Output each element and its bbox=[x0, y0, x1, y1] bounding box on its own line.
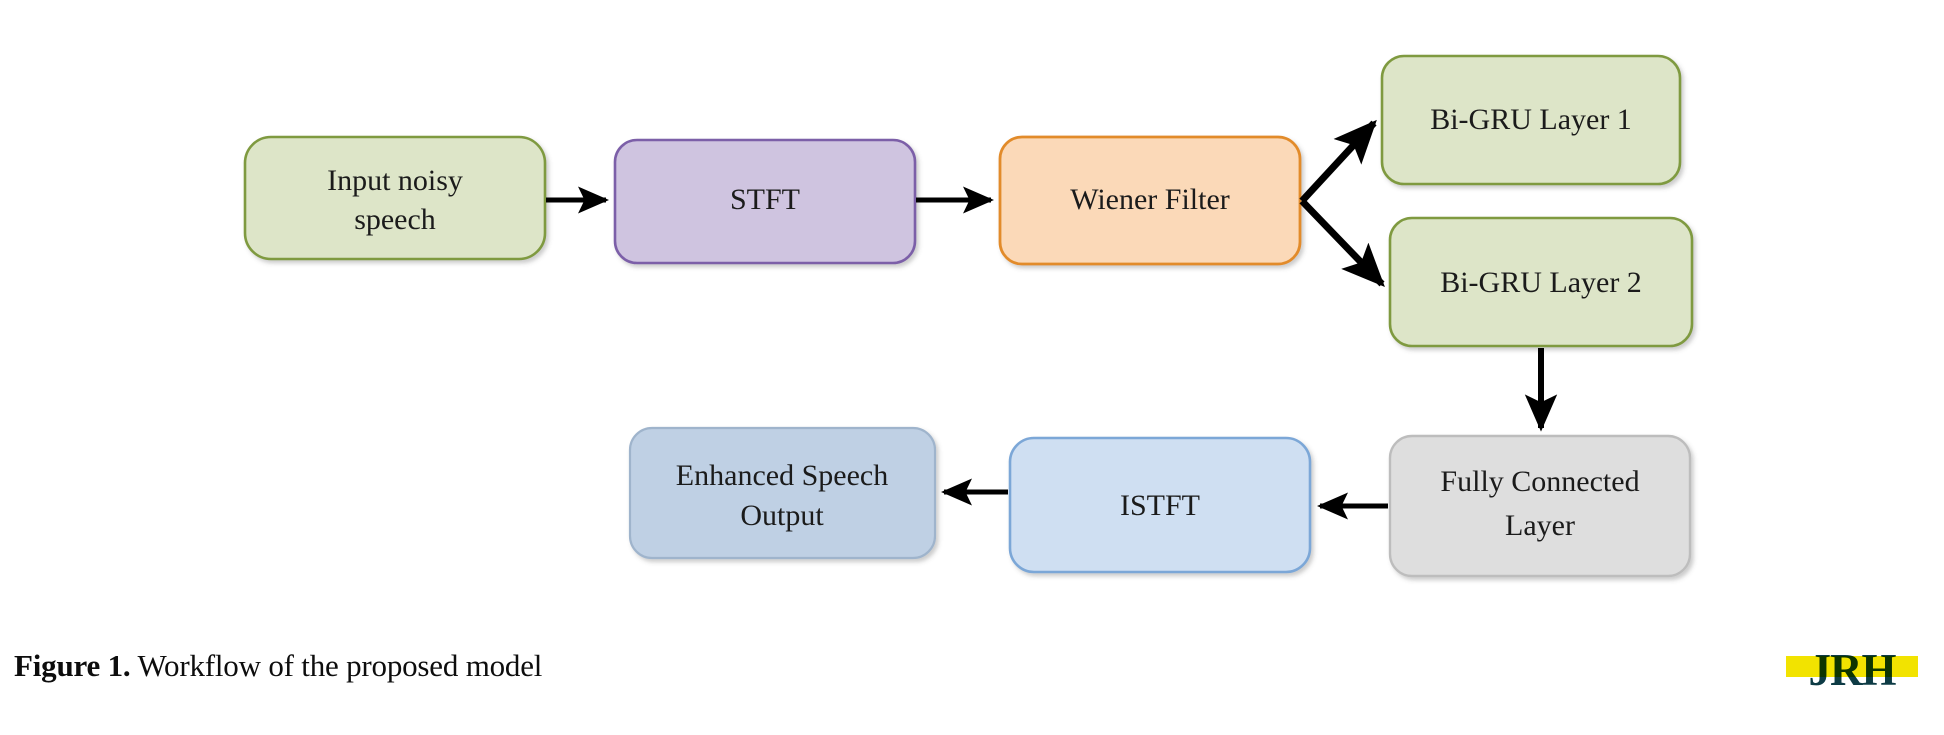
node-bi-gru-layer-2[interactable]: Bi-GRU Layer 2 bbox=[1388, 216, 1694, 348]
node-box-istft bbox=[1008, 436, 1312, 574]
node-fully-connected-layer[interactable]: Fully Connected Layer bbox=[1388, 434, 1692, 578]
node-label-wiener-filter: Wiener Filter bbox=[1070, 183, 1230, 216]
edge-wiener-to-bi-gru-layer-2 bbox=[1299, 198, 1385, 288]
node-label-bi-gru-layer-2: Bi-GRU Layer 2 bbox=[1440, 266, 1642, 299]
node-box-enhanced-speech-output bbox=[628, 426, 937, 560]
node-box-input-noisy-speech bbox=[243, 135, 547, 261]
node-label-stft: STFT bbox=[730, 183, 800, 216]
node-istft[interactable]: ISTFT bbox=[1008, 436, 1312, 574]
node-input-noisy-speech[interactable]: Input noisy speech bbox=[243, 135, 547, 261]
node-label-enhanced-speech-output-line1: Enhanced Speech bbox=[676, 459, 888, 492]
node-label-input-noisy-speech-line2: speech bbox=[354, 203, 436, 236]
node-label-enhanced-speech-output-line2: Output bbox=[740, 499, 824, 532]
figure-caption-body: Workflow of the proposed model bbox=[130, 648, 543, 683]
node-box-bi-gru-layer-1 bbox=[1380, 54, 1682, 186]
node-stft[interactable]: STFT bbox=[613, 138, 917, 265]
node-bi-gru-layer-1[interactable]: Bi-GRU Layer 1 bbox=[1380, 54, 1682, 186]
jrh-logo: JRH bbox=[1786, 648, 1918, 693]
node-wiener-filter[interactable]: Wiener Filter bbox=[998, 135, 1302, 266]
node-label-input-noisy-speech-line1: Input noisy bbox=[327, 164, 463, 197]
node-label-fully-connected-layer-line1: Fully Connected bbox=[1440, 465, 1639, 498]
node-box-wiener-filter bbox=[998, 135, 1302, 266]
node-label-istft: ISTFT bbox=[1120, 489, 1200, 522]
figure-caption-bar: Figure 1. Workflow of the proposed model bbox=[0, 620, 1944, 735]
edge-wiener-to-bi-gru-layer-1 bbox=[1299, 119, 1377, 204]
node-box-stft bbox=[613, 138, 917, 265]
figure-caption: Figure 1. Workflow of the proposed model bbox=[14, 648, 542, 684]
node-label-bi-gru-layer-1: Bi-GRU Layer 1 bbox=[1430, 103, 1632, 136]
node-box-fully-connected-layer bbox=[1388, 434, 1692, 578]
node-box-bi-gru-layer-2 bbox=[1388, 216, 1694, 348]
node-label-fully-connected-layer-line2: Layer bbox=[1505, 509, 1575, 542]
workflow-diagram: Input noisy speech STFT Wiener Filter Bi… bbox=[243, 54, 1694, 578]
jrh-logo-band bbox=[1786, 656, 1918, 677]
node-enhanced-speech-output[interactable]: Enhanced Speech Output bbox=[628, 426, 937, 560]
figure-caption-prefix: Figure 1. bbox=[14, 648, 131, 683]
